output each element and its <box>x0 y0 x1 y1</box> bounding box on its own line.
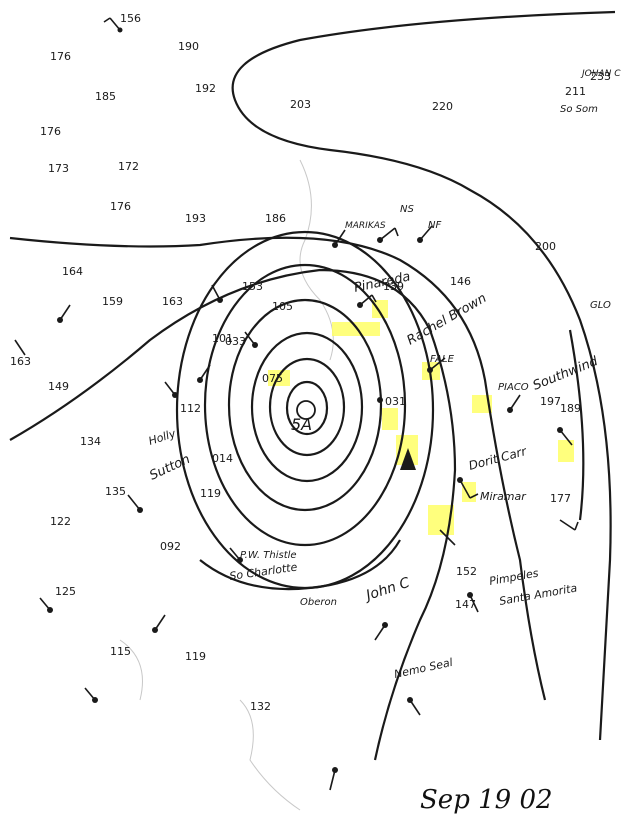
highlight-9 <box>462 482 476 502</box>
station-number: 149 <box>48 380 69 393</box>
annotation-so-som: So Som <box>560 104 598 115</box>
isobar-ring-2 <box>203 263 407 547</box>
station-number: 193 <box>185 212 206 225</box>
station-number: 220 <box>432 100 453 113</box>
isobar-west <box>9 236 547 701</box>
station-number: 211 <box>565 85 586 98</box>
station-number: 101 <box>212 332 233 345</box>
station-number: 125 <box>55 585 76 598</box>
station-number: 164 <box>62 265 83 278</box>
station-number: 190 <box>178 40 199 53</box>
map-date-label: Sep 19 02 <box>420 785 553 815</box>
station-number: 119 <box>200 487 221 500</box>
station-number: 189 <box>560 402 581 415</box>
station-number: 176 <box>40 125 61 138</box>
faint-coastline <box>119 159 334 811</box>
station-number: 176 <box>50 50 71 63</box>
station-number: 014 <box>212 452 233 465</box>
station-number: 200 <box>535 240 556 253</box>
annotation-sutton: Sutton <box>147 452 192 484</box>
isobar-outer-north <box>231 10 616 741</box>
station-number: 233 <box>590 70 611 83</box>
wind-barbs <box>14 17 579 791</box>
annotation-ns: NS <box>400 204 414 215</box>
annotation-marikas: MARIKAS <box>345 221 386 231</box>
station-number: 139 <box>383 280 404 293</box>
station-number: 192 <box>195 82 216 95</box>
isobar-ring-4 <box>250 331 364 483</box>
storm-center: 5A <box>291 400 316 434</box>
annotation-dorit-carr: Dorit Carr <box>467 444 529 473</box>
station-number: 134 <box>80 435 101 448</box>
annotation-santo-amorita: Santa Amorita <box>498 581 578 608</box>
station-number: 112 <box>180 402 201 415</box>
station-number: 075 <box>262 372 283 385</box>
isobar-south-tail <box>199 539 401 591</box>
isobar-mid <box>9 268 457 761</box>
station-number: 119 <box>185 650 206 663</box>
annotations: Pinareda Rachel Brown FALE PIACO Southwi… <box>147 69 621 681</box>
station-number: 156 <box>120 12 141 25</box>
station-numbers: 156 190 211 233 176 185 192 203 220 173 … <box>10 12 611 713</box>
isobar-ring-3 <box>227 298 383 512</box>
station-number: 115 <box>110 645 131 658</box>
station-number: 105 <box>272 300 293 313</box>
annotation-nemo-seal: Nemo Seal <box>393 656 454 681</box>
station-number: 163 <box>162 295 183 308</box>
isobar-east-tail <box>568 329 585 521</box>
station-number: 147 <box>455 598 476 611</box>
highlight-8 <box>558 440 574 462</box>
annotation-oberon: Oberon <box>300 597 337 608</box>
station-number: 177 <box>550 492 571 505</box>
station-number: 203 <box>290 98 311 111</box>
station-number: 176 <box>110 200 131 213</box>
station-number: 159 <box>102 295 123 308</box>
station-number: 033 <box>225 335 246 348</box>
isobars <box>9 10 616 761</box>
highlight-1 <box>372 300 388 318</box>
annotation-holly: Holly <box>147 427 178 448</box>
station-number: 172 <box>118 160 139 173</box>
annotation-nf: NF <box>428 220 441 231</box>
annotation-pimpeles: Pimpeles <box>488 566 539 587</box>
station-number: 173 <box>48 162 69 175</box>
isobar-ring-6 <box>285 380 329 436</box>
station-number: 185 <box>95 90 116 103</box>
isobar-ring-5 <box>268 357 346 457</box>
annotation-fale: FALE <box>430 354 455 365</box>
annotation-southwind: Southwind <box>531 354 601 394</box>
annotation-glo: GLO <box>590 300 611 311</box>
annotation-miramar: Miramar <box>480 490 527 503</box>
annotation-piaco: PIACO <box>498 382 529 393</box>
annotation-p-w-thistle: P.W. Thistle <box>240 550 297 561</box>
station-number: 186 <box>265 212 286 225</box>
station-number: 122 <box>50 515 71 528</box>
station-number: 197 <box>540 395 561 408</box>
highlight-6 <box>382 408 398 430</box>
highlight-2 <box>332 322 380 336</box>
station-number: 152 <box>456 565 477 578</box>
station-number: 031 <box>385 395 406 408</box>
station-number: 153 <box>242 280 263 293</box>
center-label: 5A <box>291 415 312 434</box>
annotation-john-c: John C <box>361 575 411 605</box>
highlight-5 <box>268 370 290 386</box>
station-number: 163 <box>10 355 31 368</box>
station-number: 135 <box>105 485 126 498</box>
station-number: 132 <box>250 700 271 713</box>
station-number: 146 <box>450 275 471 288</box>
triangle-marker <box>400 448 416 470</box>
station-number: 092 <box>160 540 181 553</box>
annotation-johan: JOHAN C <box>580 69 621 79</box>
